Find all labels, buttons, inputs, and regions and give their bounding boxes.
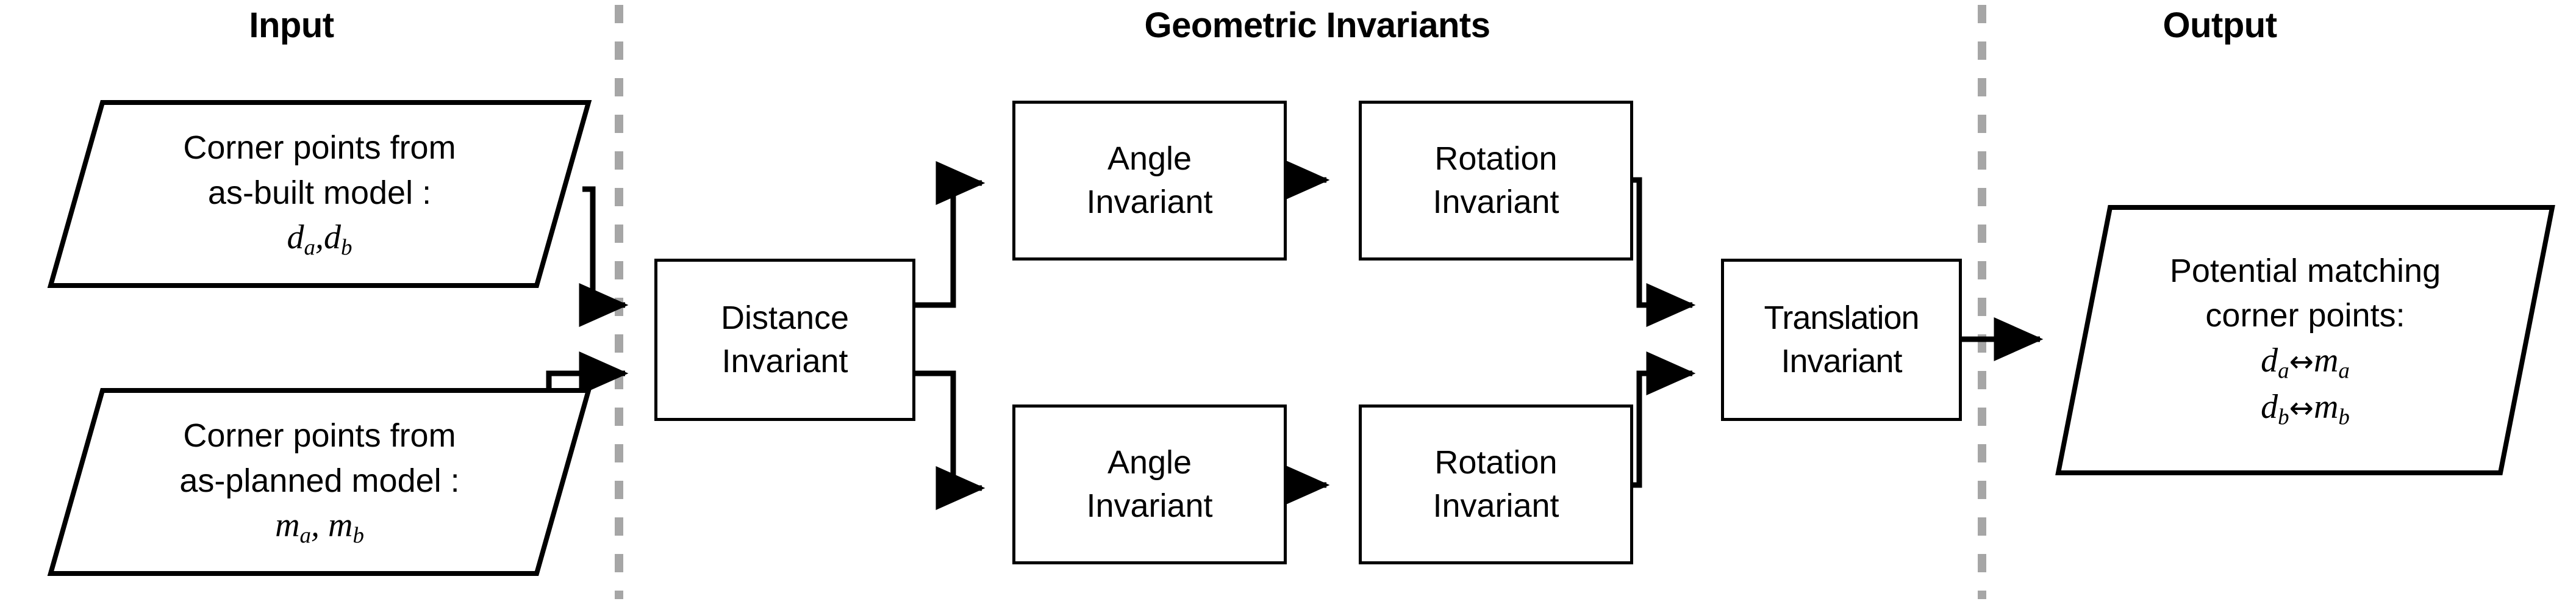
edge-distance-branch-stem (915, 302, 953, 376)
node-distance-invariant-label: Distance Invariant (720, 299, 850, 379)
node-rotation-invariant-bottom[interactable]: Rotation Invariant (1359, 404, 1633, 564)
edge-distance-to-angle-bottom (915, 370, 986, 510)
node-rotation-invariant-top-label: Rotation Invariant (1433, 140, 1559, 220)
section-title-output: Output (2163, 5, 2277, 45)
edge-asbuilt-to-distance (579, 186, 629, 327)
output-match-pair-2: db↔mb (2261, 387, 2350, 430)
node-angle-invariant-top-label: Angle Invariant (1086, 140, 1213, 220)
edge-rotation-top-to-translation (1631, 177, 1696, 327)
input-as-built-shape (47, 100, 592, 288)
node-rotation-invariant-bottom-label: Rotation Invariant (1433, 444, 1559, 524)
input-as-built-math: da,db (287, 218, 352, 260)
section-title-input: Input (249, 5, 334, 45)
input-as-built-line2: as-built model : (207, 174, 432, 211)
output-matches-node: Potential matching corner points: da↔ma … (2058, 207, 2552, 473)
output-matches-line1: Potential matching (2169, 252, 2441, 289)
node-translation-invariant-label: Translation Invariant (1764, 299, 1919, 379)
section-title-geometric-invariants: Geometric Invariants (1144, 5, 1491, 45)
output-match-pair-1: da↔ma (2261, 341, 2350, 383)
input-as-planned-line2: as-planned model : (179, 462, 460, 499)
edge-rotation-bottom-to-translation (1631, 351, 1696, 488)
input-as-planned-shape (47, 388, 592, 576)
input-as-built-line1: Corner points from (183, 129, 456, 167)
node-angle-invariant-top[interactable]: Angle Invariant (1012, 101, 1287, 261)
node-angle-invariant-bottom[interactable]: Angle Invariant (1012, 404, 1287, 564)
node-rotation-invariant-top[interactable]: Rotation Invariant (1359, 101, 1633, 261)
edge-distance-to-angle-top (915, 161, 986, 308)
node-translation-invariant[interactable]: Translation Invariant (1721, 259, 1962, 421)
input-as-planned-math: ma, mb (275, 506, 364, 548)
node-distance-invariant[interactable]: Distance Invariant (654, 259, 915, 421)
output-matches-line2: corner points: (2205, 297, 2405, 334)
input-as-built-node: Corner points from as-built model : da,d… (51, 102, 589, 286)
node-angle-invariant-bottom-label: Angle Invariant (1086, 444, 1213, 524)
output-matches-shape (2055, 205, 2555, 475)
input-as-planned-line1: Corner points from (183, 417, 456, 455)
input-as-planned-node: Corner points from as-planned model : ma… (51, 390, 589, 573)
